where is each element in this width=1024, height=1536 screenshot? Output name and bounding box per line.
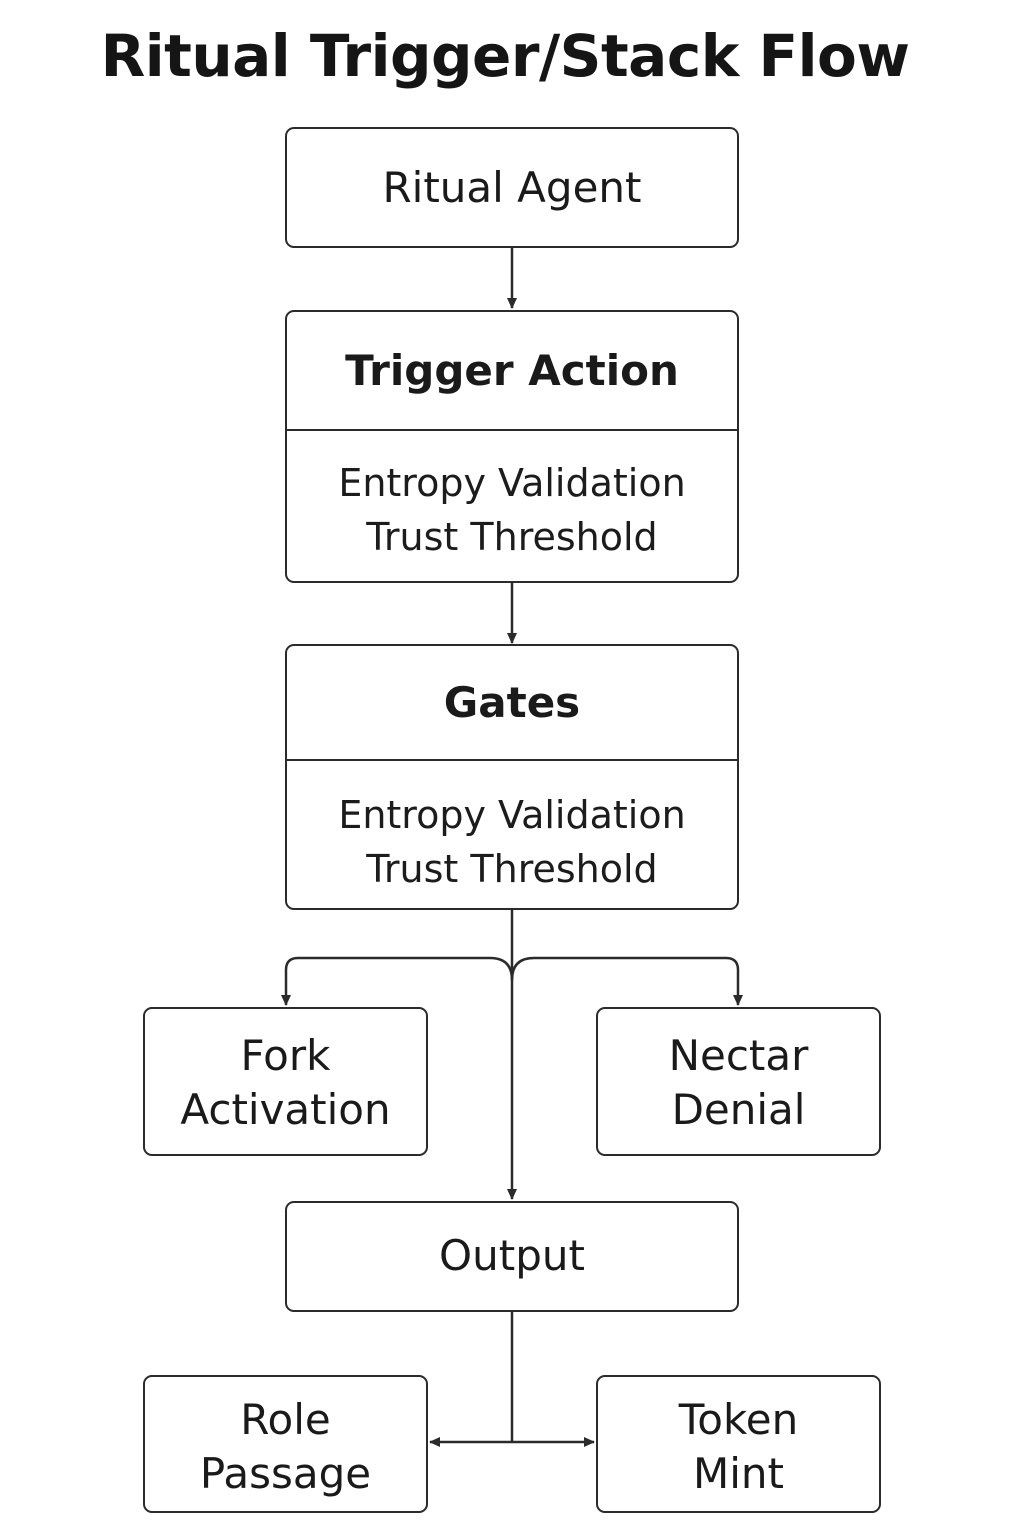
node-ritual-agent: Ritual Agent [285,127,739,248]
node-fork-activation-label: Fork Activation [180,1031,391,1134]
node-trigger-action-label: Trigger Action [345,346,679,395]
node-trigger-action-items: Entropy Validation Trust Threshold [338,461,686,559]
node-output-label: Output [439,1231,585,1280]
node-role-passage: Role Passage [143,1375,428,1513]
node-trigger-action: Trigger Action Entropy Validation Trust … [285,310,739,583]
node-gates-header: Gates [287,646,737,761]
node-gates-items: Entropy Validation Trust Threshold [338,793,686,891]
node-gates-label: Gates [443,678,581,727]
arrow-gates-to-nectar [510,956,743,1006]
node-gates: Gates Entropy Validation Trust Threshold [285,644,739,910]
node-nectar-denial: Nectar Denial [596,1007,881,1156]
node-nectar-denial-label: Nectar Denial [668,1031,809,1134]
diagram-title: Ritual Trigger/Stack Flow [100,22,910,90]
node-token-mint: Token Mint [596,1375,881,1513]
node-ritual-agent-label: Ritual Agent [382,163,642,212]
node-role-passage-label: Role Passage [199,1395,372,1498]
node-fork-activation: Fork Activation [143,1007,428,1156]
node-trigger-action-header: Trigger Action [287,312,737,431]
arrow-gates-to-fork [281,956,514,1006]
node-output: Output [285,1201,739,1312]
node-token-mint-label: Token Mint [678,1395,799,1498]
